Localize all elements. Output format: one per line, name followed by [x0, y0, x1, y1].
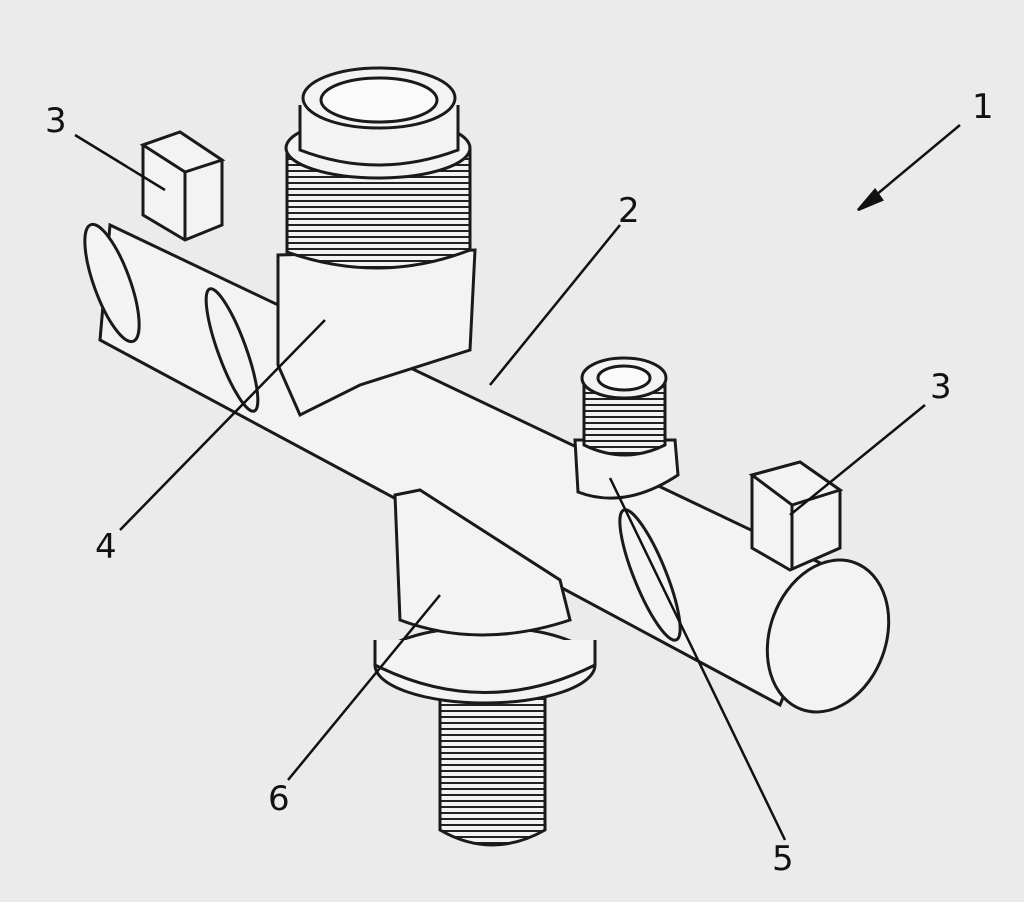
side-outlet [573, 356, 680, 500]
bottom-inlet [373, 488, 597, 847]
label-top-outlet: 4 [95, 527, 117, 567]
top-outlet [276, 66, 477, 418]
label-handle-right: 3 [930, 367, 952, 407]
label-handle-left: 3 [45, 101, 67, 141]
label-side-outlet: 5 [772, 839, 794, 879]
label-inlet: 6 [268, 779, 290, 819]
handle-left [139, 130, 226, 242]
leader-lines [74, 124, 961, 841]
end-cap [765, 558, 891, 714]
label-assembly: 1 [972, 87, 994, 127]
label-body: 2 [618, 191, 640, 231]
handle-right [748, 460, 844, 572]
